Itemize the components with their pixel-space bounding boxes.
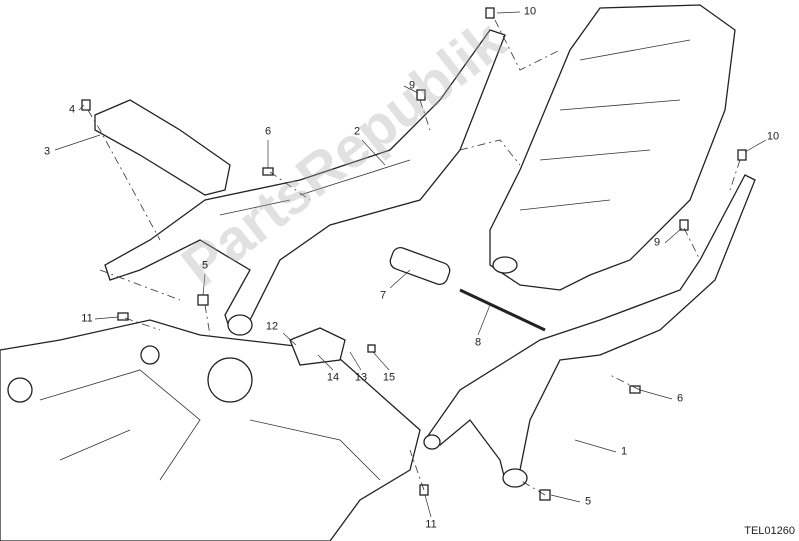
- callout-number: 5: [201, 259, 209, 272]
- callout-number: 6: [676, 392, 684, 405]
- left-subframe: [104, 29, 506, 331]
- right-subframe: [423, 174, 756, 482]
- bracket-plate: [94, 99, 231, 196]
- rod: [459, 288, 546, 332]
- callout-number: 7: [379, 289, 387, 302]
- main-frame: [0, 319, 421, 541]
- rear-frame-casting: [489, 4, 736, 291]
- callout-number: 9: [653, 236, 661, 249]
- callout-number: 6: [264, 125, 272, 138]
- callout-number: 9: [408, 79, 416, 92]
- callout-number: 8: [474, 336, 482, 349]
- callout-number: 3: [43, 145, 51, 158]
- callout-number: 12: [265, 320, 279, 333]
- leader-lines: [54, 11, 767, 518]
- callout-number: 11: [425, 518, 437, 531]
- callout-number: 10: [766, 130, 780, 143]
- callout-number: 4: [68, 103, 76, 116]
- callout-number: 13: [354, 371, 368, 384]
- callout-number: 11: [81, 312, 93, 325]
- callout-number: 2: [353, 125, 361, 138]
- callout-number: 10: [523, 5, 537, 18]
- spacer: [389, 247, 451, 285]
- callout-number: 14: [326, 371, 340, 384]
- callout-number: 15: [382, 371, 396, 384]
- drawing-code: TEL01260: [744, 525, 795, 537]
- callout-number: 5: [584, 495, 592, 508]
- callout-number: 1: [620, 445, 628, 458]
